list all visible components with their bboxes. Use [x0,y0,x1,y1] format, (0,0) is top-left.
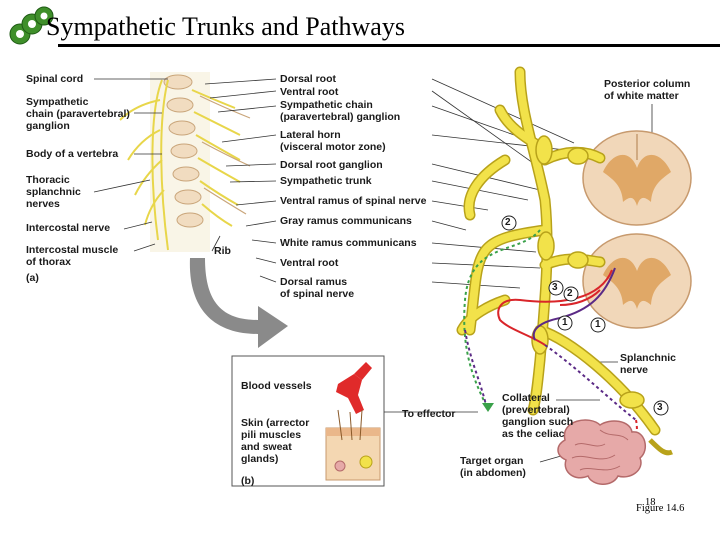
spine-illustration [119,72,251,252]
label-rib: Rib [214,245,231,257]
panel-b-box [231,355,385,487]
pathway-marker: 3 [657,402,663,413]
pathway-marker: 3 [552,282,558,293]
left-leader-lines [93,78,221,252]
label-sympathetic-chain-ganglion-center: Sympathetic chain (paravertebral) gangli… [280,99,401,123]
label-spinal-cord: Spinal cord [26,73,84,85]
label-intercostal-nerve: Intercostal nerve [26,222,111,234]
label-posterior-column: Posterior column of white matter [604,78,691,102]
label-dorsal-ramus: Dorsal ramus of spinal nerve [280,276,355,300]
pathway-marker-circles [501,215,669,416]
pathway-marker: 2 [567,288,573,299]
label-ventral-root-lower: Ventral root [280,257,339,269]
page-title: Sympathetic Trunks and Pathways [46,12,405,41]
panel-b-letter: (b) [241,475,255,487]
label-intercostal-muscle: Intercostal muscle of thorax [26,244,119,268]
label-skin: Skin (arrector pili muscles and sweat gl… [241,417,310,465]
label-ventral-root: Ventral root [280,86,339,98]
label-ventral-ramus: Ventral ramus of spinal nerve [280,195,427,207]
center-leader-lines [204,78,653,463]
pathway-marker: 2 [505,217,511,228]
pathway-marker: 1 [595,319,601,330]
zoom-arrow [189,258,288,348]
spinal-cord-lower [582,233,692,329]
figure-reference: Figure 14.6 [636,503,685,514]
blood-vessel-illustration [336,362,372,414]
nerve-network [456,66,661,436]
label-sympathetic-chain-ganglion: Sympathetic chain (paravertebral) gangli… [26,96,130,132]
label-body-of-vertebra: Body of a vertebra [26,148,119,160]
spinal-cord-upper [582,130,692,226]
to-effector-arrowhead [482,403,494,412]
label-collateral-ganglion: Collateral (prevertebral) ganglion such … [502,392,574,440]
pathway-marker: 1 [562,317,568,328]
title-underline [58,44,720,47]
label-target-organ: Target organ (in abdomen) [460,455,526,479]
logo-icon [9,6,54,45]
label-thoracic-splanchnic-nerves: Thoracic splanchnic nerves [26,174,81,210]
skin-illustration [325,409,381,481]
label-lateral-horn: Lateral horn (visceral motor zone) [280,129,386,153]
target-organ-illustration [557,419,647,485]
label-to-effector: To effector [402,408,456,420]
label-splanchnic-nerve: Splanchnic nerve [620,352,677,376]
label-sympathetic-trunk: Sympathetic trunk [280,175,372,187]
panel-a-letter: (a) [26,272,39,284]
label-gray-ramus: Gray ramus communicans [280,215,412,227]
label-blood-vessels: Blood vessels [241,380,312,392]
label-white-ramus: White ramus communicans [280,237,417,249]
slide-number: 18 [645,497,656,508]
label-dorsal-root: Dorsal root [280,73,337,85]
label-dorsal-root-ganglion: Dorsal root ganglion [280,159,383,171]
